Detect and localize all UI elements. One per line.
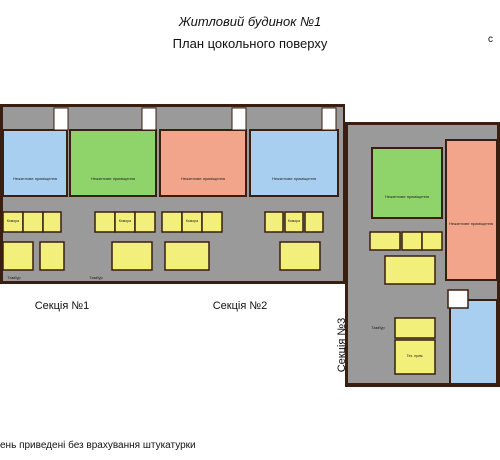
office-blue-1 <box>2 129 68 197</box>
office-pink-3 <box>445 139 498 281</box>
stair-1 <box>53 107 69 131</box>
storage-b1 <box>94 211 116 233</box>
office-pink-1 <box>159 129 247 197</box>
storage-rooms-west <box>2 211 324 271</box>
storage-e3 <box>421 231 443 251</box>
footnote: ень приведені без врахування штукатурки <box>0 440 196 451</box>
stair-4 <box>321 107 337 131</box>
storage-a3 <box>42 211 62 233</box>
label-tambur-1: Тамбур <box>7 275 21 280</box>
label-storage-3: Комора <box>186 219 198 223</box>
storage-f2 <box>394 339 436 375</box>
label-office-4: Нежитлове приміщення <box>272 176 316 181</box>
stair-3 <box>231 107 247 131</box>
room-labels: Нежитлове приміщення Нежитлове приміщенн… <box>7 176 493 358</box>
office-blue-2 <box>249 129 339 197</box>
storage-e1 <box>369 231 401 251</box>
storage-e4 <box>384 255 436 285</box>
shaft <box>447 289 469 309</box>
storage-a5 <box>39 241 65 271</box>
storage-d1 <box>264 211 284 233</box>
storage-c1 <box>161 211 183 233</box>
storage-d4 <box>279 241 321 271</box>
section-3-label: Секція №3 <box>336 318 348 373</box>
storage-b3 <box>134 211 156 233</box>
cropped-label: с <box>488 34 493 45</box>
plan-title: Житловий будинок №1 <box>178 14 322 29</box>
stair-2 <box>141 107 157 131</box>
storage-a2 <box>22 211 44 233</box>
storage-e2 <box>401 231 423 251</box>
label-office-2: Нежитлове приміщення <box>91 176 135 181</box>
plan-subtitle: План цокольного поверху <box>172 36 328 51</box>
label-tambur-3: Тамбур <box>371 325 385 330</box>
storage-d2 <box>284 211 304 233</box>
label-office-5: Нежитлове приміщення <box>385 194 429 199</box>
storage-a4 <box>2 241 34 271</box>
label-office-1: Нежитлове приміщення <box>13 176 57 181</box>
storage-d3 <box>304 211 324 233</box>
office-green-1 <box>69 129 157 197</box>
storage-c3 <box>201 211 223 233</box>
section-2-label: Секція №2 <box>213 300 268 312</box>
label-storage-4: Комора <box>288 219 300 223</box>
section-3-rooms <box>369 139 498 385</box>
label-office-3: Нежитлове приміщення <box>181 176 225 181</box>
label-tambur-2: Тамбур <box>89 275 103 280</box>
label-tech-1: Тех. прим. <box>407 354 424 358</box>
label-storage-2: Комора <box>119 219 131 223</box>
section-1-label: Секція №1 <box>35 300 90 312</box>
office-green-3 <box>371 147 443 219</box>
label-storage-1: Комора <box>7 219 19 223</box>
upper-offices <box>2 107 339 197</box>
storage-f1 <box>394 317 436 339</box>
storage-c4 <box>164 241 210 271</box>
storage-b4 <box>111 241 153 271</box>
label-office-6: Нежитлове приміщення <box>449 221 493 226</box>
section-labels: Секція №1 Секція №2 Секція №3 <box>35 300 348 372</box>
office-blue-3 <box>449 299 498 385</box>
